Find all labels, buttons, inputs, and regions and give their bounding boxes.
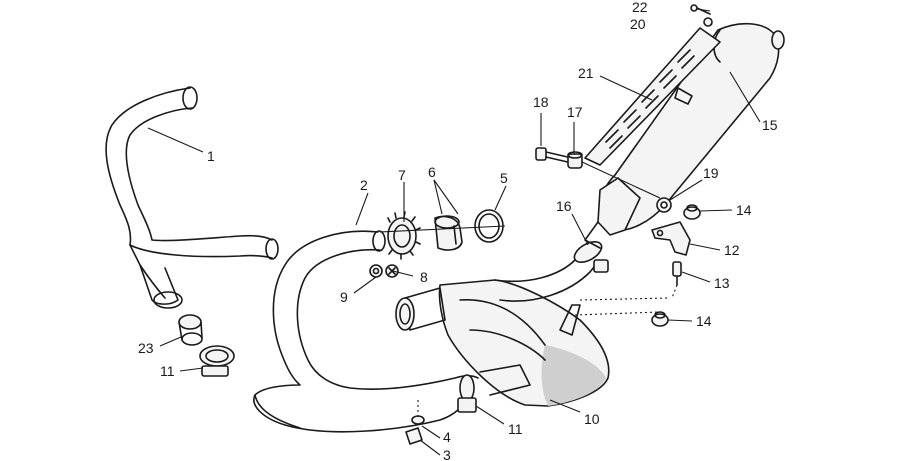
callout-11-right: 11 (508, 421, 523, 437)
callout-15: 15 (762, 117, 778, 133)
callout-labels: 1 2 7 6 5 8 9 10 23 11 11 4 3 12 13 14 1… (138, 0, 778, 461)
part-19-nut (656, 197, 672, 213)
callout-1: 1 (207, 148, 215, 164)
callout-9: 9 (340, 289, 348, 305)
callout-18: 18 (533, 94, 549, 110)
callout-3: 3 (443, 447, 451, 461)
part-1-header-pipe (105, 86, 279, 309)
part-14-grommet-lower (651, 311, 669, 327)
part-18-bolt (535, 147, 573, 164)
callout-20: 20 (630, 16, 646, 32)
part-10-silencer (395, 247, 610, 407)
callout-14-upper: 14 (736, 202, 752, 218)
callout-7: 7 (398, 167, 406, 183)
callout-12: 12 (724, 242, 740, 258)
callout-13: 13 (714, 275, 730, 291)
callout-16: 16 (556, 198, 572, 214)
callout-10: 10 (584, 411, 600, 427)
callout-17: 17 (567, 104, 583, 120)
callout-5: 5 (500, 170, 508, 186)
part-6-collets (434, 215, 463, 251)
callout-19: 19 (703, 165, 719, 181)
part-14-grommet-upper (683, 204, 701, 220)
part-13-stud (672, 261, 682, 286)
part-23-sleeve (178, 314, 203, 346)
part-20-washer (703, 17, 713, 27)
part-3-bolt (405, 427, 423, 445)
part-16-clamp (573, 240, 609, 273)
part-7-gasket (387, 211, 421, 260)
part-11-clamp-left (199, 345, 235, 377)
leader-lines (147, 8, 761, 456)
callout-2: 2 (360, 177, 368, 193)
callout-22: 22 (632, 0, 648, 15)
callout-14-lower: 14 (696, 313, 712, 329)
part-2-lower-pipe (253, 230, 479, 433)
callout-6: 6 (428, 164, 436, 180)
part-9-nut (369, 264, 383, 278)
callout-4: 4 (443, 429, 451, 445)
callout-8: 8 (420, 269, 428, 285)
part-4-washer (411, 415, 425, 425)
part-8-washer (385, 264, 399, 278)
part-17-spacer (567, 151, 583, 169)
part-11-clamp-right (457, 374, 477, 413)
callout-21: 21 (578, 65, 594, 81)
callout-23: 23 (138, 340, 154, 356)
callout-11-left: 11 (160, 363, 175, 379)
part-12-bracket (651, 221, 691, 256)
part-21-heat-shield (584, 27, 721, 166)
